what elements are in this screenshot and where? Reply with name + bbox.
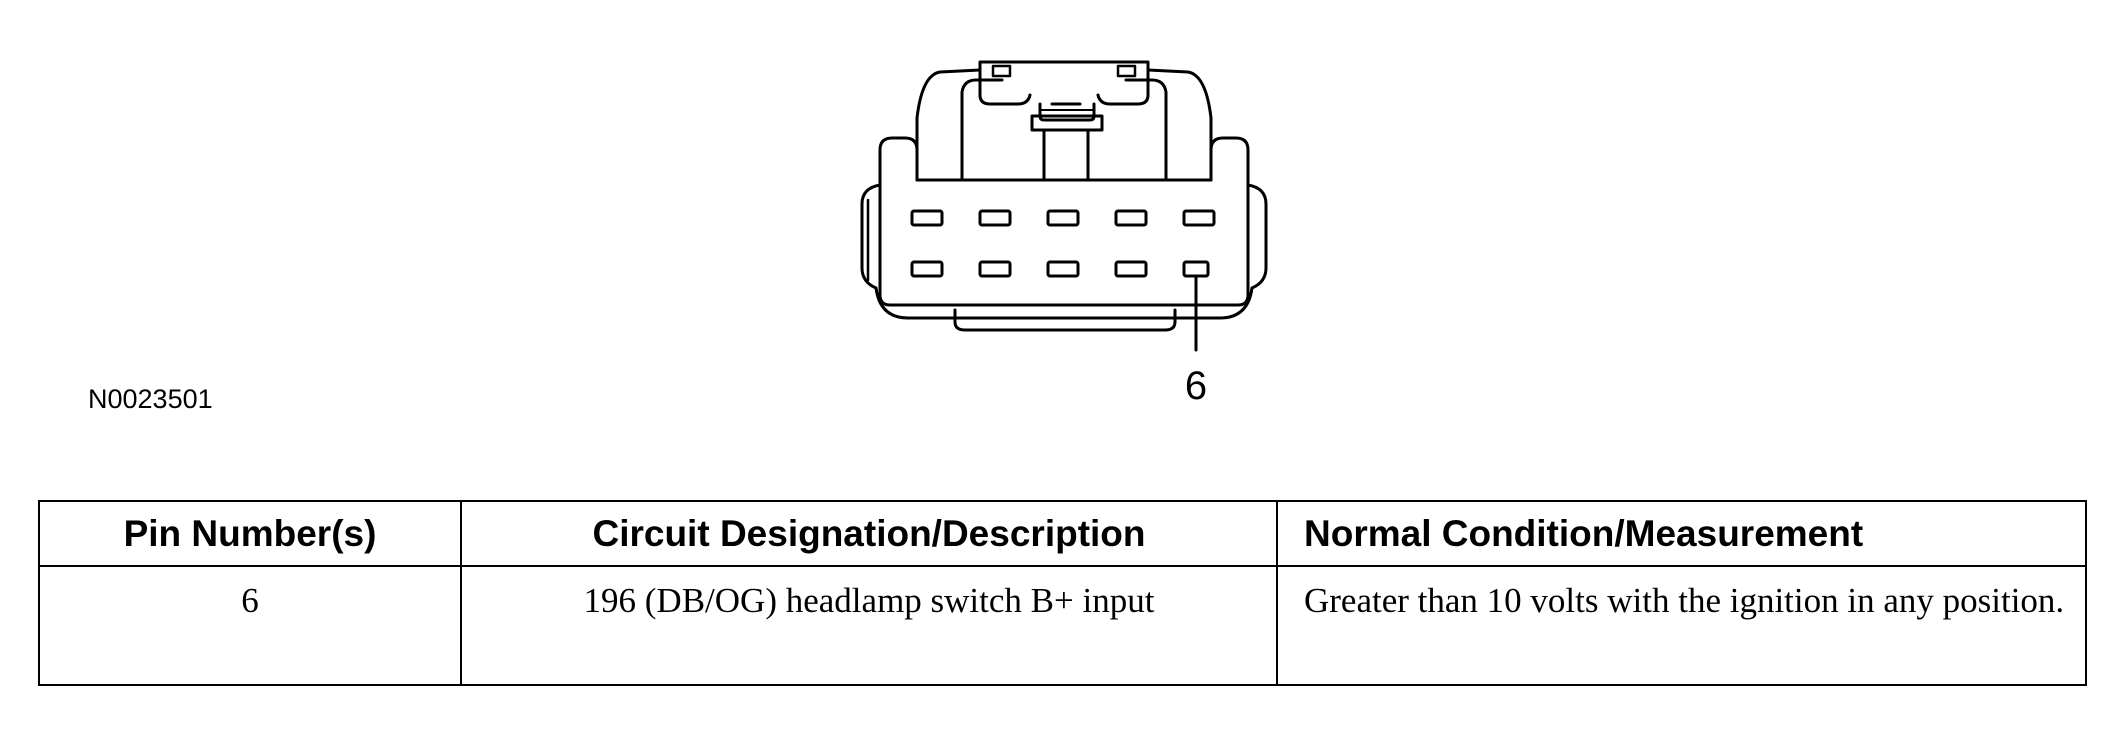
connector-left-bracket — [866, 186, 882, 292]
connector-housing — [860, 136, 1268, 320]
cell-normal-condition: Greater than 10 volts with the ignition … — [1276, 565, 2087, 686]
cavity-8 — [1046, 260, 1080, 278]
cavity-7 — [1114, 260, 1148, 278]
cavity-row-bottom — [910, 260, 1210, 278]
cell-circuit-description: 196 (DB/OG) headlamp switch B+ input — [460, 565, 1278, 686]
pin-number-callout: 6 — [1184, 364, 1208, 408]
table-header-row: Pin Number(s) Circuit Designation/Descri… — [38, 500, 2087, 567]
cavity-row-top — [910, 209, 1216, 227]
connector-face — [878, 183, 1250, 307]
connector-bottom-rail — [953, 308, 1177, 332]
header-pin-numbers: Pin Number(s) — [38, 500, 462, 567]
connector-latch-frame — [915, 68, 1213, 182]
table-row: 6 196 (DB/OG) headlamp switch B+ input G… — [38, 565, 2087, 686]
connector-latch — [978, 60, 1150, 106]
connector-diagram: 6 N0023501 — [88, 60, 1268, 414]
cavity-5 — [1182, 209, 1216, 227]
cell-pin-number: 6 — [38, 565, 462, 686]
cavity-4 — [1114, 209, 1148, 227]
figure-id: N0023501 — [88, 384, 213, 414]
header-normal-condition: Normal Condition/Measurement — [1276, 500, 2087, 567]
cavity-3 — [1046, 209, 1080, 227]
cavity-6 — [1182, 260, 1210, 278]
connector-face-drawing — [860, 60, 1268, 352]
cavity-2 — [978, 209, 1012, 227]
header-circuit-designation: Circuit Designation/Description — [460, 500, 1278, 567]
cavity-10 — [910, 260, 944, 278]
connector-lock-tab — [1030, 102, 1104, 182]
cavity-1 — [910, 209, 944, 227]
cavity-9 — [978, 260, 1012, 278]
pinout-table: Pin Number(s) Circuit Designation/Descri… — [38, 500, 2087, 686]
